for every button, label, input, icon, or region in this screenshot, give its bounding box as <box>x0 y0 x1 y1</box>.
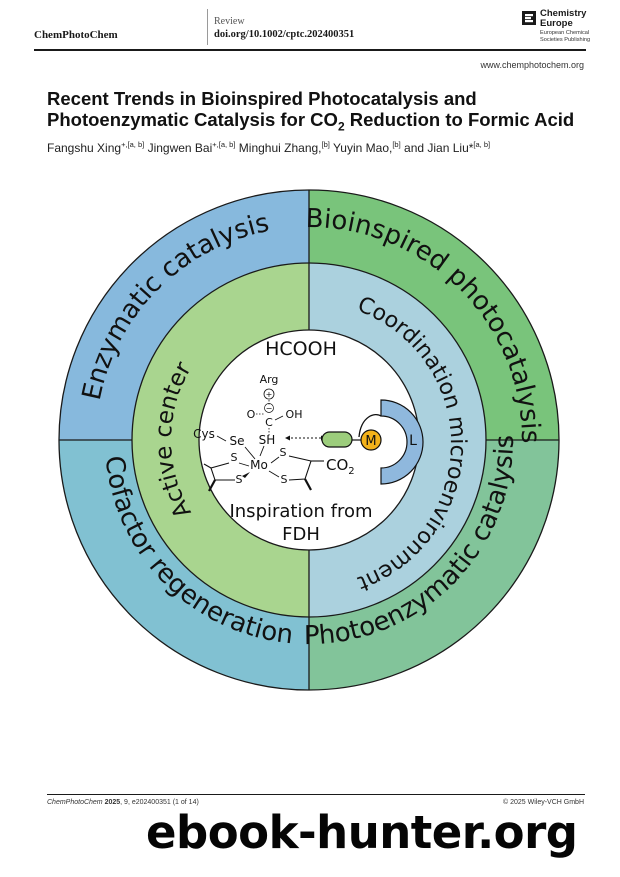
title-subscript: 2 <box>337 119 345 134</box>
sulfur-atom-4: S <box>281 473 288 486</box>
journal-website-link[interactable]: www.chemphotochem.org <box>480 60 584 70</box>
caption-line-2: FDH <box>282 524 320 545</box>
center-disk <box>199 330 419 550</box>
product-hcooh: HCOOH <box>265 338 337 360</box>
article-type-block: Review doi.org/10.1002/cptc.202400351 <box>214 16 354 40</box>
positive-charge-label: + <box>266 390 273 399</box>
author-affiliation: +,[a, b] <box>212 140 236 149</box>
citation-details: , 9, e202400351 (1 of 14) <box>120 799 199 806</box>
sulfur-atom-3: S <box>236 473 243 486</box>
title-line-2-end: Reduction to Formic Acid <box>344 109 575 130</box>
citation-journal: ChemPhotoChem <box>47 799 103 806</box>
negative-charge-label: − <box>266 404 273 413</box>
sulfur-atom-1: S <box>231 451 238 464</box>
toc-graphic: Enzymatic catalysis Bioinspired photocat… <box>58 189 560 691</box>
sulfur-atom-2: S <box>280 446 287 459</box>
article-title: Recent Trends in Bioinspired Photocataly… <box>47 88 587 138</box>
ligand-shell <box>380 399 424 485</box>
author-name[interactable]: Jian Liu* <box>427 141 474 155</box>
citation-year: 2025 <box>104 799 121 806</box>
author-affiliation: [b] <box>392 140 401 149</box>
author-name[interactable]: Yuyin Mao, <box>332 141 393 155</box>
molybdenum-atom: Mo <box>250 458 268 472</box>
header-rule <box>34 49 586 51</box>
linker-capsule <box>321 431 353 448</box>
citation: ChemPhotoChem 2025, 9, e202400351 (1 of … <box>47 799 199 806</box>
header-divider <box>207 9 208 45</box>
title-line-2: Photoenzymatic Catalysis for CO <box>47 109 338 130</box>
caption-line-1: Inspiration from <box>229 501 372 522</box>
journal-name: ChemPhotoChem <box>34 29 118 41</box>
author-name[interactable]: Minghui Zhang, <box>238 141 322 155</box>
author-list: Fangshu Xing+,[a, b] Jingwen Bai+,[a, b]… <box>47 140 592 155</box>
author-name[interactable]: Jingwen Bai <box>147 141 213 155</box>
cysteine-label: Cys <box>193 427 215 441</box>
footer-rule <box>47 794 585 795</box>
doi-link[interactable]: doi.org/10.1002/cptc.202400351 <box>214 29 355 40</box>
ligand-label: L <box>409 433 417 449</box>
author-affiliation: [b] <box>321 140 330 149</box>
co2-label: CO2 <box>326 456 355 477</box>
logo-text: Chemistry Europe European Chemical Socie… <box>540 8 591 44</box>
logo-mark-icon <box>522 11 536 25</box>
selenium-atom: Se <box>230 434 245 448</box>
author-separator: and <box>400 141 428 155</box>
positive-charge-icon <box>263 388 275 400</box>
logo-sub-2: Societies Publishing <box>540 37 591 43</box>
ring-outlines <box>58 189 560 691</box>
metal-center-icon <box>360 429 382 451</box>
author-affiliation: +,[a, b] <box>121 140 145 149</box>
author-name[interactable]: Fangshu Xing <box>47 141 122 155</box>
copyright: © 2025 Wiley-VCH GmbH <box>502 799 584 806</box>
article-type-label: Review <box>214 16 245 27</box>
chemistry-europe-logo: Chemistry Europe European Chemical Socie… <box>522 9 590 43</box>
carbon-atom: C <box>265 416 273 429</box>
logo-line-1: Chemistry <box>540 8 587 19</box>
hydroxyl-group: OH <box>286 408 303 421</box>
metal-label: M <box>365 434 376 449</box>
logo-line-2: Europe <box>540 18 573 29</box>
author-affiliation: [a, b] <box>473 140 491 149</box>
fdh-active-site-structure: Arg + O − C OH Cys Se SH S Mo S S S <box>193 373 326 492</box>
negative-charge-icon <box>264 403 274 413</box>
thiol-sh: SH <box>259 433 276 447</box>
title-line-1: Recent Trends in Bioinspired Photocataly… <box>47 88 477 109</box>
oxygen-left: O <box>247 408 256 421</box>
metal-ligand-complex: M L CO2 <box>321 399 424 485</box>
watermark: ebook-hunter.org <box>146 806 578 859</box>
logo-sub-1: European Chemical <box>540 30 590 36</box>
arginine-label: Arg <box>260 373 279 386</box>
